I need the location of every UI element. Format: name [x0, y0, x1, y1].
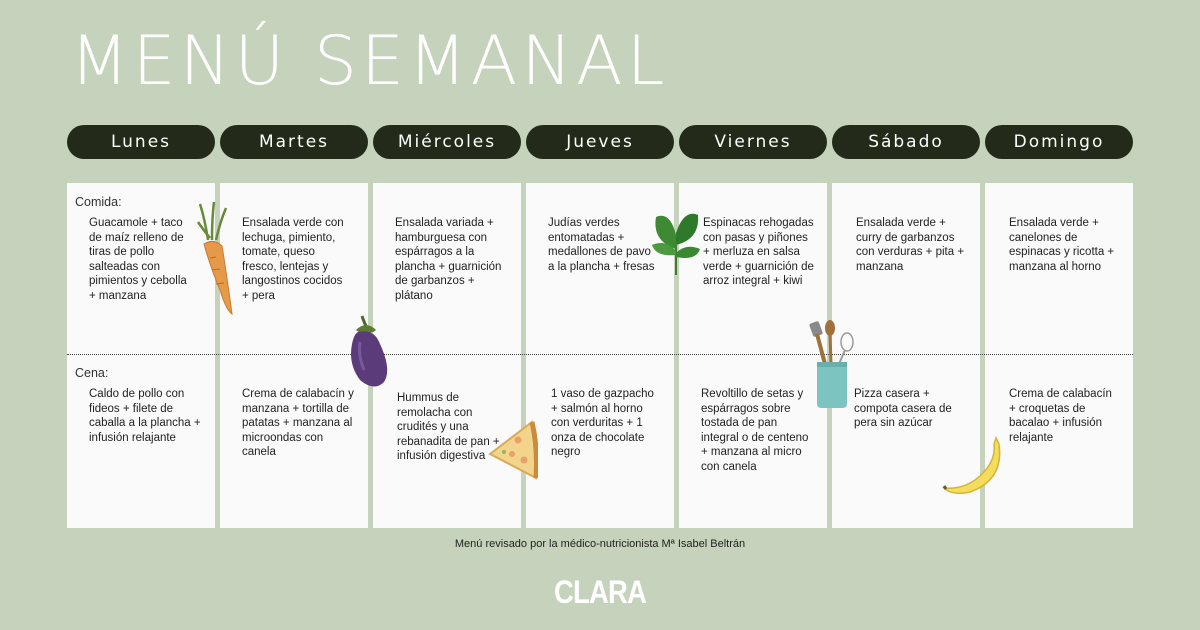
dinner-domingo: Crema de calabacín + croquetas de bacala…	[1009, 388, 1112, 444]
lunch-sabado: Ensalada verde + curry de garbanzos con …	[856, 217, 965, 273]
clara-logo: CLARA	[553, 574, 647, 610]
day-column-lunes	[67, 183, 215, 528]
day-column-miercoles	[373, 183, 521, 528]
banana-illustration	[942, 436, 1001, 495]
pizza-slice-illustration	[488, 420, 538, 480]
day-header-domingo: Domingo	[985, 125, 1133, 159]
day-header-martes: Martes	[220, 125, 368, 159]
dinner-lunes: Caldo de pollo con fideos + filete de ca…	[89, 388, 201, 444]
reviewed-by-note: Menú revisado por la médico-nutricionist…	[454, 538, 746, 550]
day-header-lunes: Lunes	[67, 125, 215, 159]
meal-divider	[67, 354, 1133, 355]
day-header-sabado: Sábado	[832, 125, 980, 159]
dinner-label: Cena:	[75, 366, 109, 380]
lunch-viernes: Espinacas rehogadas con pasas y piñones …	[703, 217, 814, 287]
carrot-illustration	[196, 201, 233, 316]
spinach-illustration	[652, 213, 700, 275]
dinner-martes: Crema de calabacín y manzana + tortilla …	[242, 388, 354, 458]
lunch-jueves: Judías verdes entomatadas + medallones d…	[548, 217, 655, 273]
eggplant-illustration	[351, 315, 388, 387]
page-title: MENÚ SEMANAL	[70, 22, 669, 101]
lunch-martes: Ensalada verde con lechuga, pimiento, to…	[242, 217, 344, 302]
lunch-lunes: Guacamole + taco de maíz relleno de tira…	[89, 217, 187, 302]
day-column-martes	[220, 183, 368, 528]
day-column-domingo	[985, 183, 1133, 528]
day-header-miercoles: Miércoles	[373, 125, 521, 159]
day-header-jueves: Jueves	[526, 125, 674, 159]
lunch-domingo: Ensalada verde + canelones de espinacas …	[1009, 217, 1115, 273]
utensil-jar-illustration	[809, 320, 854, 408]
day-column-jueves	[526, 183, 674, 528]
dinner-sabado: Pizza casera + compota casera de pera si…	[854, 388, 952, 429]
lunch-label: Comida:	[75, 195, 122, 209]
day-column-viernes	[679, 183, 827, 528]
day-column-sabado	[832, 183, 980, 528]
dinner-jueves: 1 vaso de gazpacho + salmón al horno con…	[551, 388, 654, 458]
day-header-viernes: Viernes	[679, 125, 827, 159]
dinner-viernes: Revoltillo de setas y espárragos sobre t…	[701, 388, 809, 473]
dinner-miercoles: Hummus de remolacha con crudités y una r…	[397, 392, 500, 462]
lunch-miercoles: Ensalada variada + hamburguesa con espár…	[395, 217, 502, 302]
